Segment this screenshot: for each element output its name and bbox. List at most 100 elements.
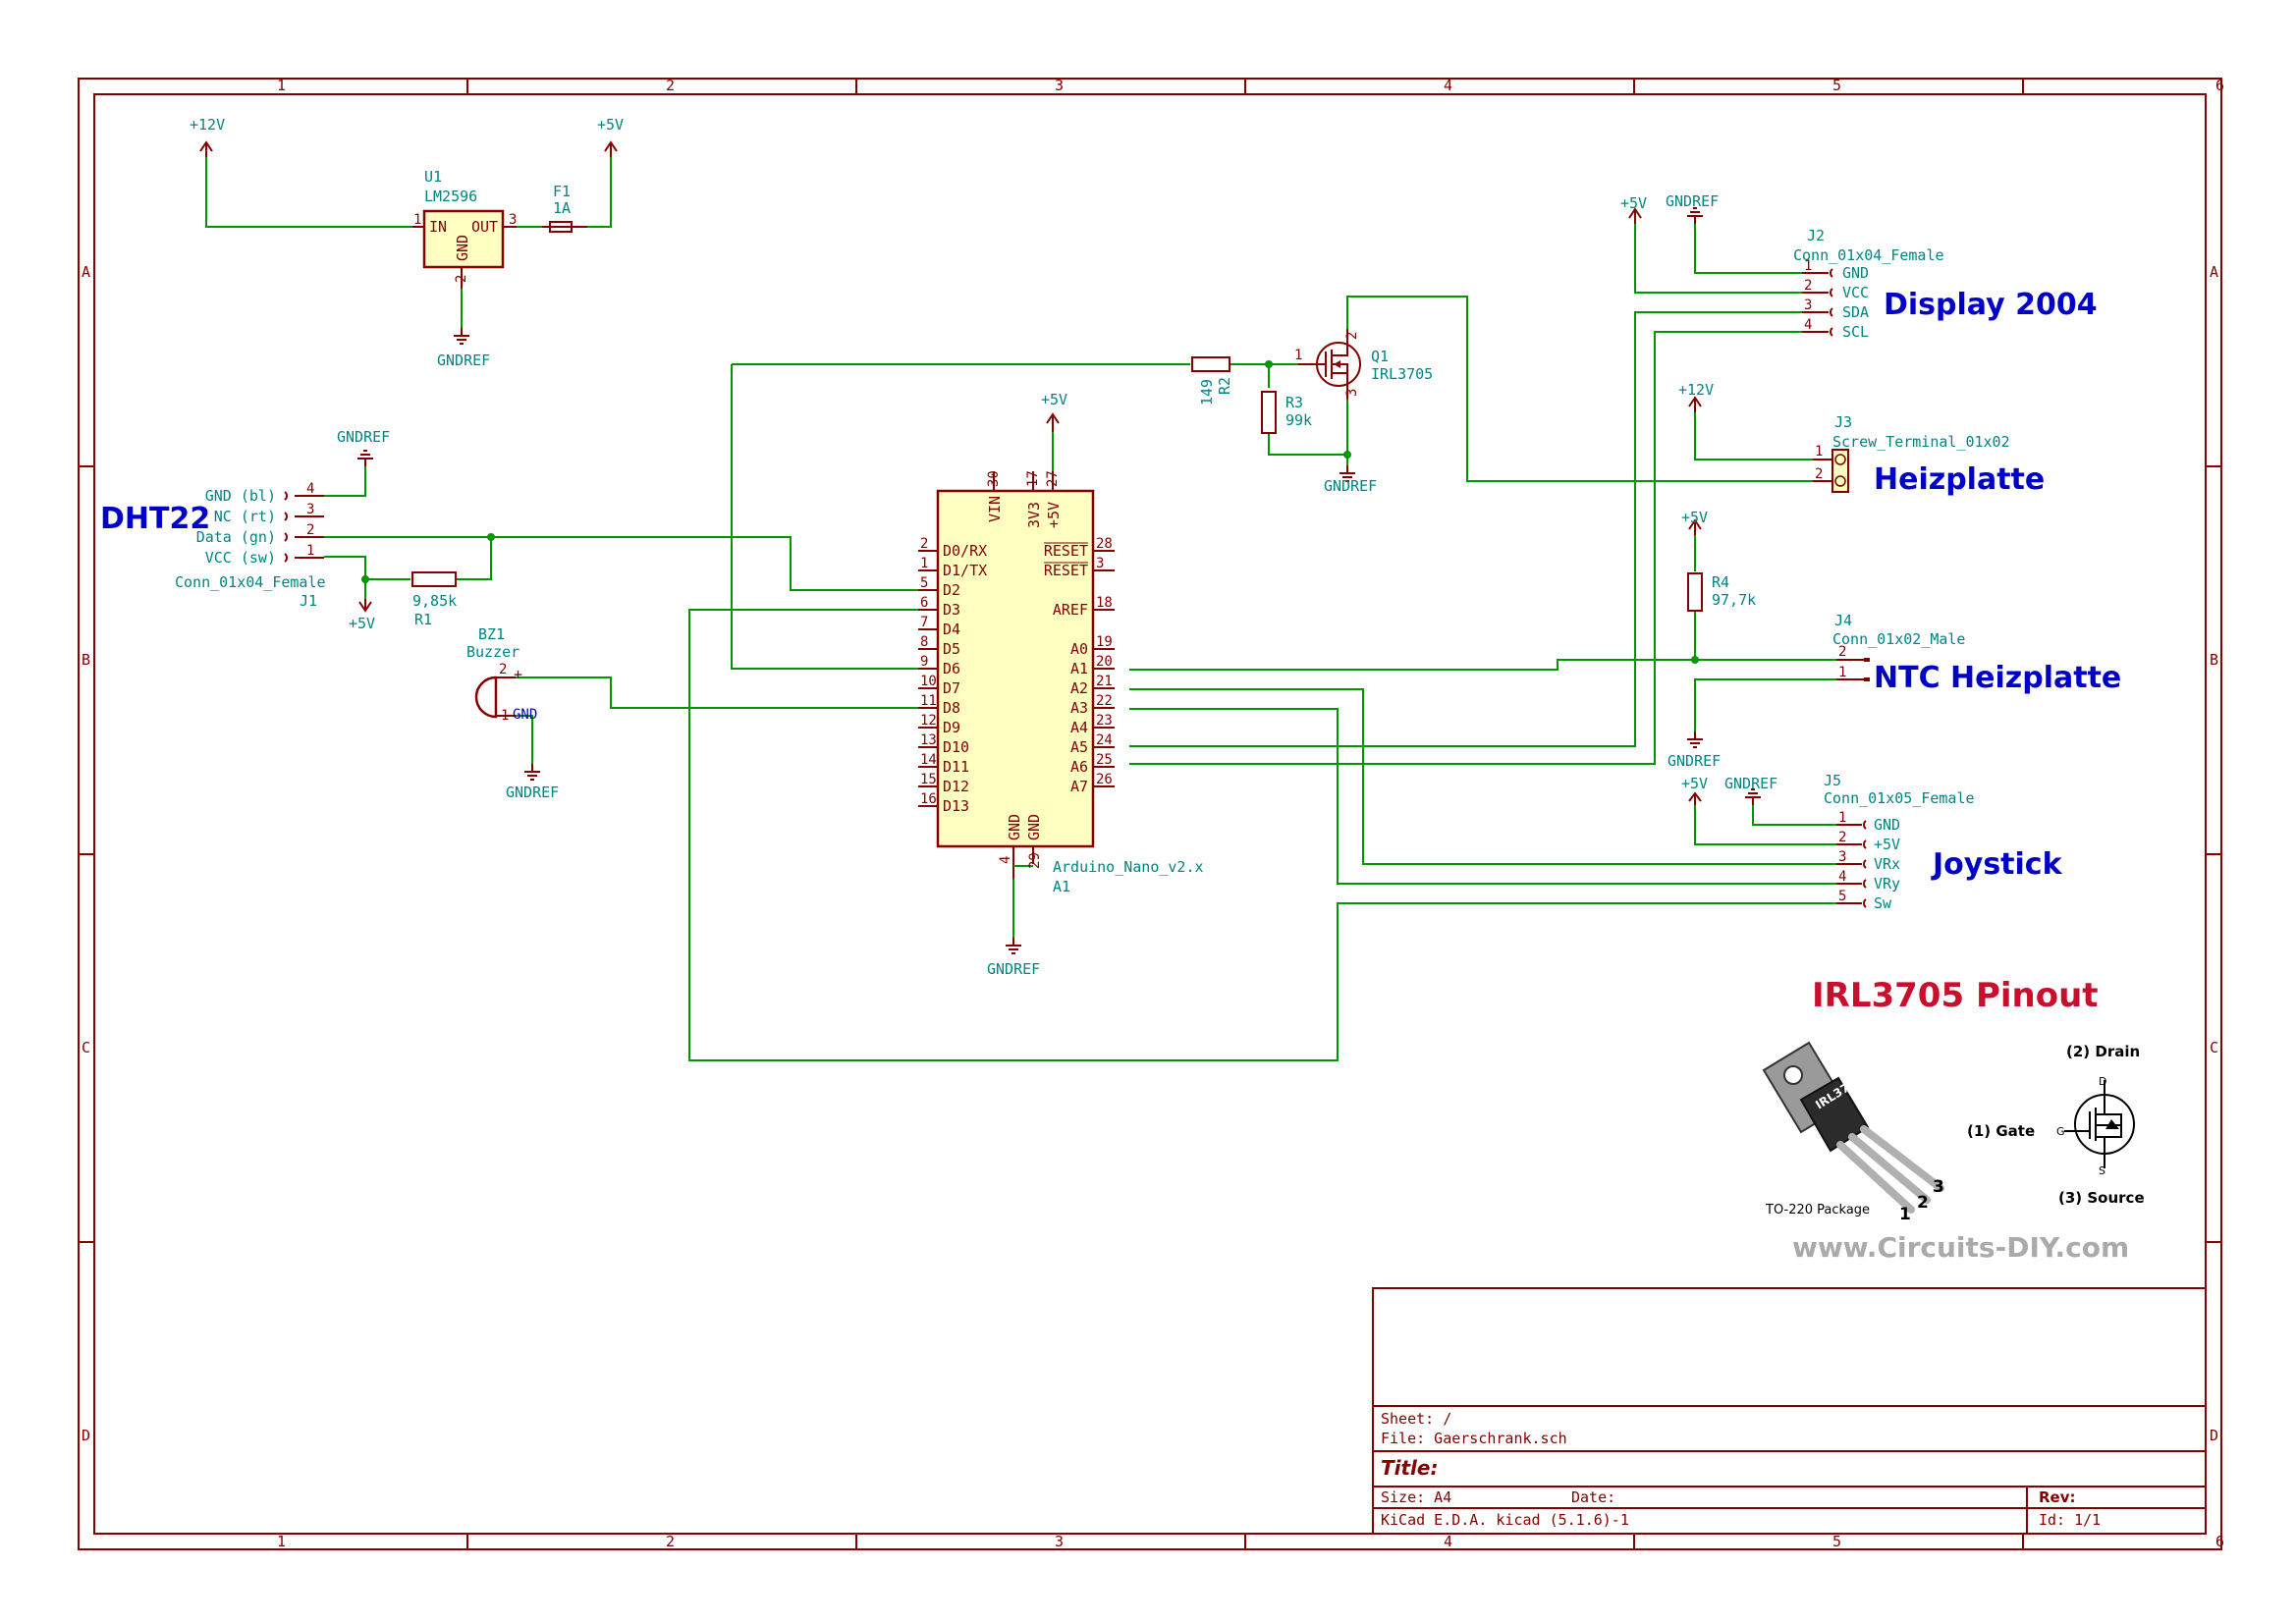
j2-pin-name: SCL: [1842, 323, 1869, 341]
j2-pin-num: 4: [1804, 317, 1812, 333]
label-display-2004: Display 2004: [1884, 288, 2098, 322]
svg-text:2: 2: [499, 662, 507, 677]
r2-value: 149: [1198, 379, 1216, 406]
nano-pin-5v: +5V: [1045, 502, 1063, 528]
nano-pin-reset: RESET: [1044, 542, 1088, 560]
title-block-size: Size: A4: [1381, 1488, 1451, 1506]
j3-value: Screw_Terminal_01x02: [1832, 433, 2010, 451]
nano-pin-a2: A2: [1070, 679, 1088, 697]
label-heizplatte: Heizplatte: [1874, 462, 2045, 497]
frame-row-left-c: C: [82, 1039, 90, 1056]
gndref-j2: GNDREF: [1666, 192, 1719, 224]
svg-text:+5V: +5V: [1681, 775, 1708, 792]
nano-pin-num: 20: [1096, 654, 1113, 670]
leg-3-label: 3: [1933, 1177, 1944, 1197]
nano-pin-d8: D8: [943, 699, 960, 717]
title-block-sheet: Sheet: /: [1381, 1410, 1451, 1428]
nano-ref: A1: [1053, 878, 1070, 895]
q1-mosfet: Q1 IRL3705 1 2 3: [1294, 329, 1433, 400]
power-5v-j1: +5V: [349, 599, 375, 632]
j5-pin-num: 4: [1838, 869, 1846, 885]
svg-text:2: 2: [1815, 466, 1823, 482]
j2-pin-num: 1: [1804, 258, 1812, 274]
nano-pin-num: 9: [920, 654, 928, 670]
svg-text:1: 1: [1838, 665, 1846, 680]
j2-value: Conn_01x04_Female: [1793, 246, 1944, 264]
frame-row-right-b: B: [2210, 651, 2218, 669]
nano-pin-num: 8: [920, 634, 928, 650]
nano-pin-a1: A1: [1070, 660, 1088, 677]
u1-ref: U1: [424, 168, 442, 186]
svg-text:+5V: +5V: [1041, 391, 1067, 408]
svg-text:1: 1: [1294, 348, 1302, 363]
power-5v-f1: +5V: [597, 116, 624, 157]
r1-value: 9,85k: [412, 592, 457, 610]
nano-pin-num: 11: [920, 693, 937, 709]
power-5v-j2: +5V: [1620, 194, 1647, 224]
r2-resistor: 149 R2: [1191, 356, 1233, 406]
j2-pin-num: 2: [1804, 278, 1812, 294]
svg-text:+5V: +5V: [1620, 194, 1647, 212]
bz1-buzzer: BZ1 Buzzer 2 + 1 GND: [466, 625, 537, 724]
label-dht22: DHT22: [100, 502, 210, 536]
j1-pin-name: GND (bl): [205, 487, 276, 505]
nano-pin-num: 13: [920, 732, 937, 748]
nano-pin-d7: D7: [943, 679, 960, 697]
svg-text:GND: GND: [513, 707, 537, 723]
svg-text:GNDREF: GNDREF: [1666, 192, 1719, 210]
j5-pin-name: VRx: [1874, 855, 1900, 873]
package-name: TO-220 Package: [1765, 1203, 1870, 1217]
j4-ref: J4: [1834, 612, 1852, 629]
r4-value: 97,7k: [1712, 591, 1756, 609]
frame-col-bottom-5: 5: [1832, 1533, 1841, 1550]
nano-pin-num: 28: [1096, 536, 1113, 552]
svg-text:1: 1: [501, 708, 509, 724]
pin-s-label: S: [2099, 1164, 2105, 1177]
nano-pin-vin: VIN: [986, 496, 1004, 522]
r2-ref: R2: [1216, 377, 1233, 395]
mosfet-symbol-icon: D G S: [2056, 1075, 2135, 1177]
j1-pin-name: NC (rt): [214, 508, 276, 525]
svg-text:OUT: OUT: [471, 218, 498, 236]
frame-row-left-b: B: [82, 651, 90, 669]
r1-ref: R1: [414, 611, 432, 628]
svg-text:2: 2: [454, 275, 469, 283]
title-block-rev: Rev:: [2039, 1488, 2076, 1506]
nano-pin-d4: D4: [943, 621, 960, 638]
j1-pin-name: Data (gn): [196, 528, 276, 546]
j5-pin-num: 1: [1838, 810, 1846, 826]
nano-pin-num: 22: [1096, 693, 1113, 709]
label-joystick: Joystick: [1931, 847, 2063, 882]
j5-pin-name: VRy: [1874, 875, 1900, 893]
svg-text:4: 4: [998, 856, 1013, 864]
drain-label: (2) Drain: [2066, 1043, 2140, 1060]
frame-row-right-a: A: [2210, 263, 2218, 281]
gndref-u1: GNDREF: [437, 328, 490, 369]
source-label: (3) Source: [2058, 1189, 2145, 1207]
f1-ref: F1: [553, 183, 571, 200]
nano-pin-gnd-2: GND: [1025, 814, 1043, 840]
j5-pin-num: 2: [1838, 830, 1846, 845]
nano-pin-a0: A0: [1070, 640, 1088, 658]
pin-g-label: G: [2056, 1125, 2065, 1138]
nano-pin-num: 18: [1096, 595, 1113, 611]
pinout-title: IRL3705 Pinout: [1812, 976, 2099, 1015]
nano-pin-d5: D5: [943, 640, 960, 658]
r1-resistor: 9,85k R1: [411, 571, 457, 628]
q1-ref: Q1: [1371, 348, 1389, 365]
nano-pin-d0-rx: D0/RX: [943, 542, 987, 560]
f1-value: 1A: [553, 199, 571, 217]
nano-pin-a7: A7: [1070, 778, 1088, 795]
nano-pin-a4: A4: [1070, 719, 1088, 736]
gndref-buzzer: GNDREF: [506, 764, 559, 801]
svg-text:1: 1: [1815, 444, 1823, 460]
power-symbols: +12V +5V GNDREF +5V GNDREF +5V GNDREF +: [190, 116, 1777, 978]
frame-col-top-2: 2: [666, 77, 675, 94]
svg-text:GNDREF: GNDREF: [1324, 477, 1377, 495]
r4-ref: R4: [1712, 573, 1729, 591]
svg-text:GNDREF: GNDREF: [987, 960, 1040, 978]
power-5v-j5: +5V: [1681, 775, 1708, 805]
j4-connector: 2 1 J4 Conn_01x02_Male NTC Heizplatte: [1832, 612, 2121, 695]
frame-col-bottom-3: 3: [1055, 1533, 1064, 1550]
